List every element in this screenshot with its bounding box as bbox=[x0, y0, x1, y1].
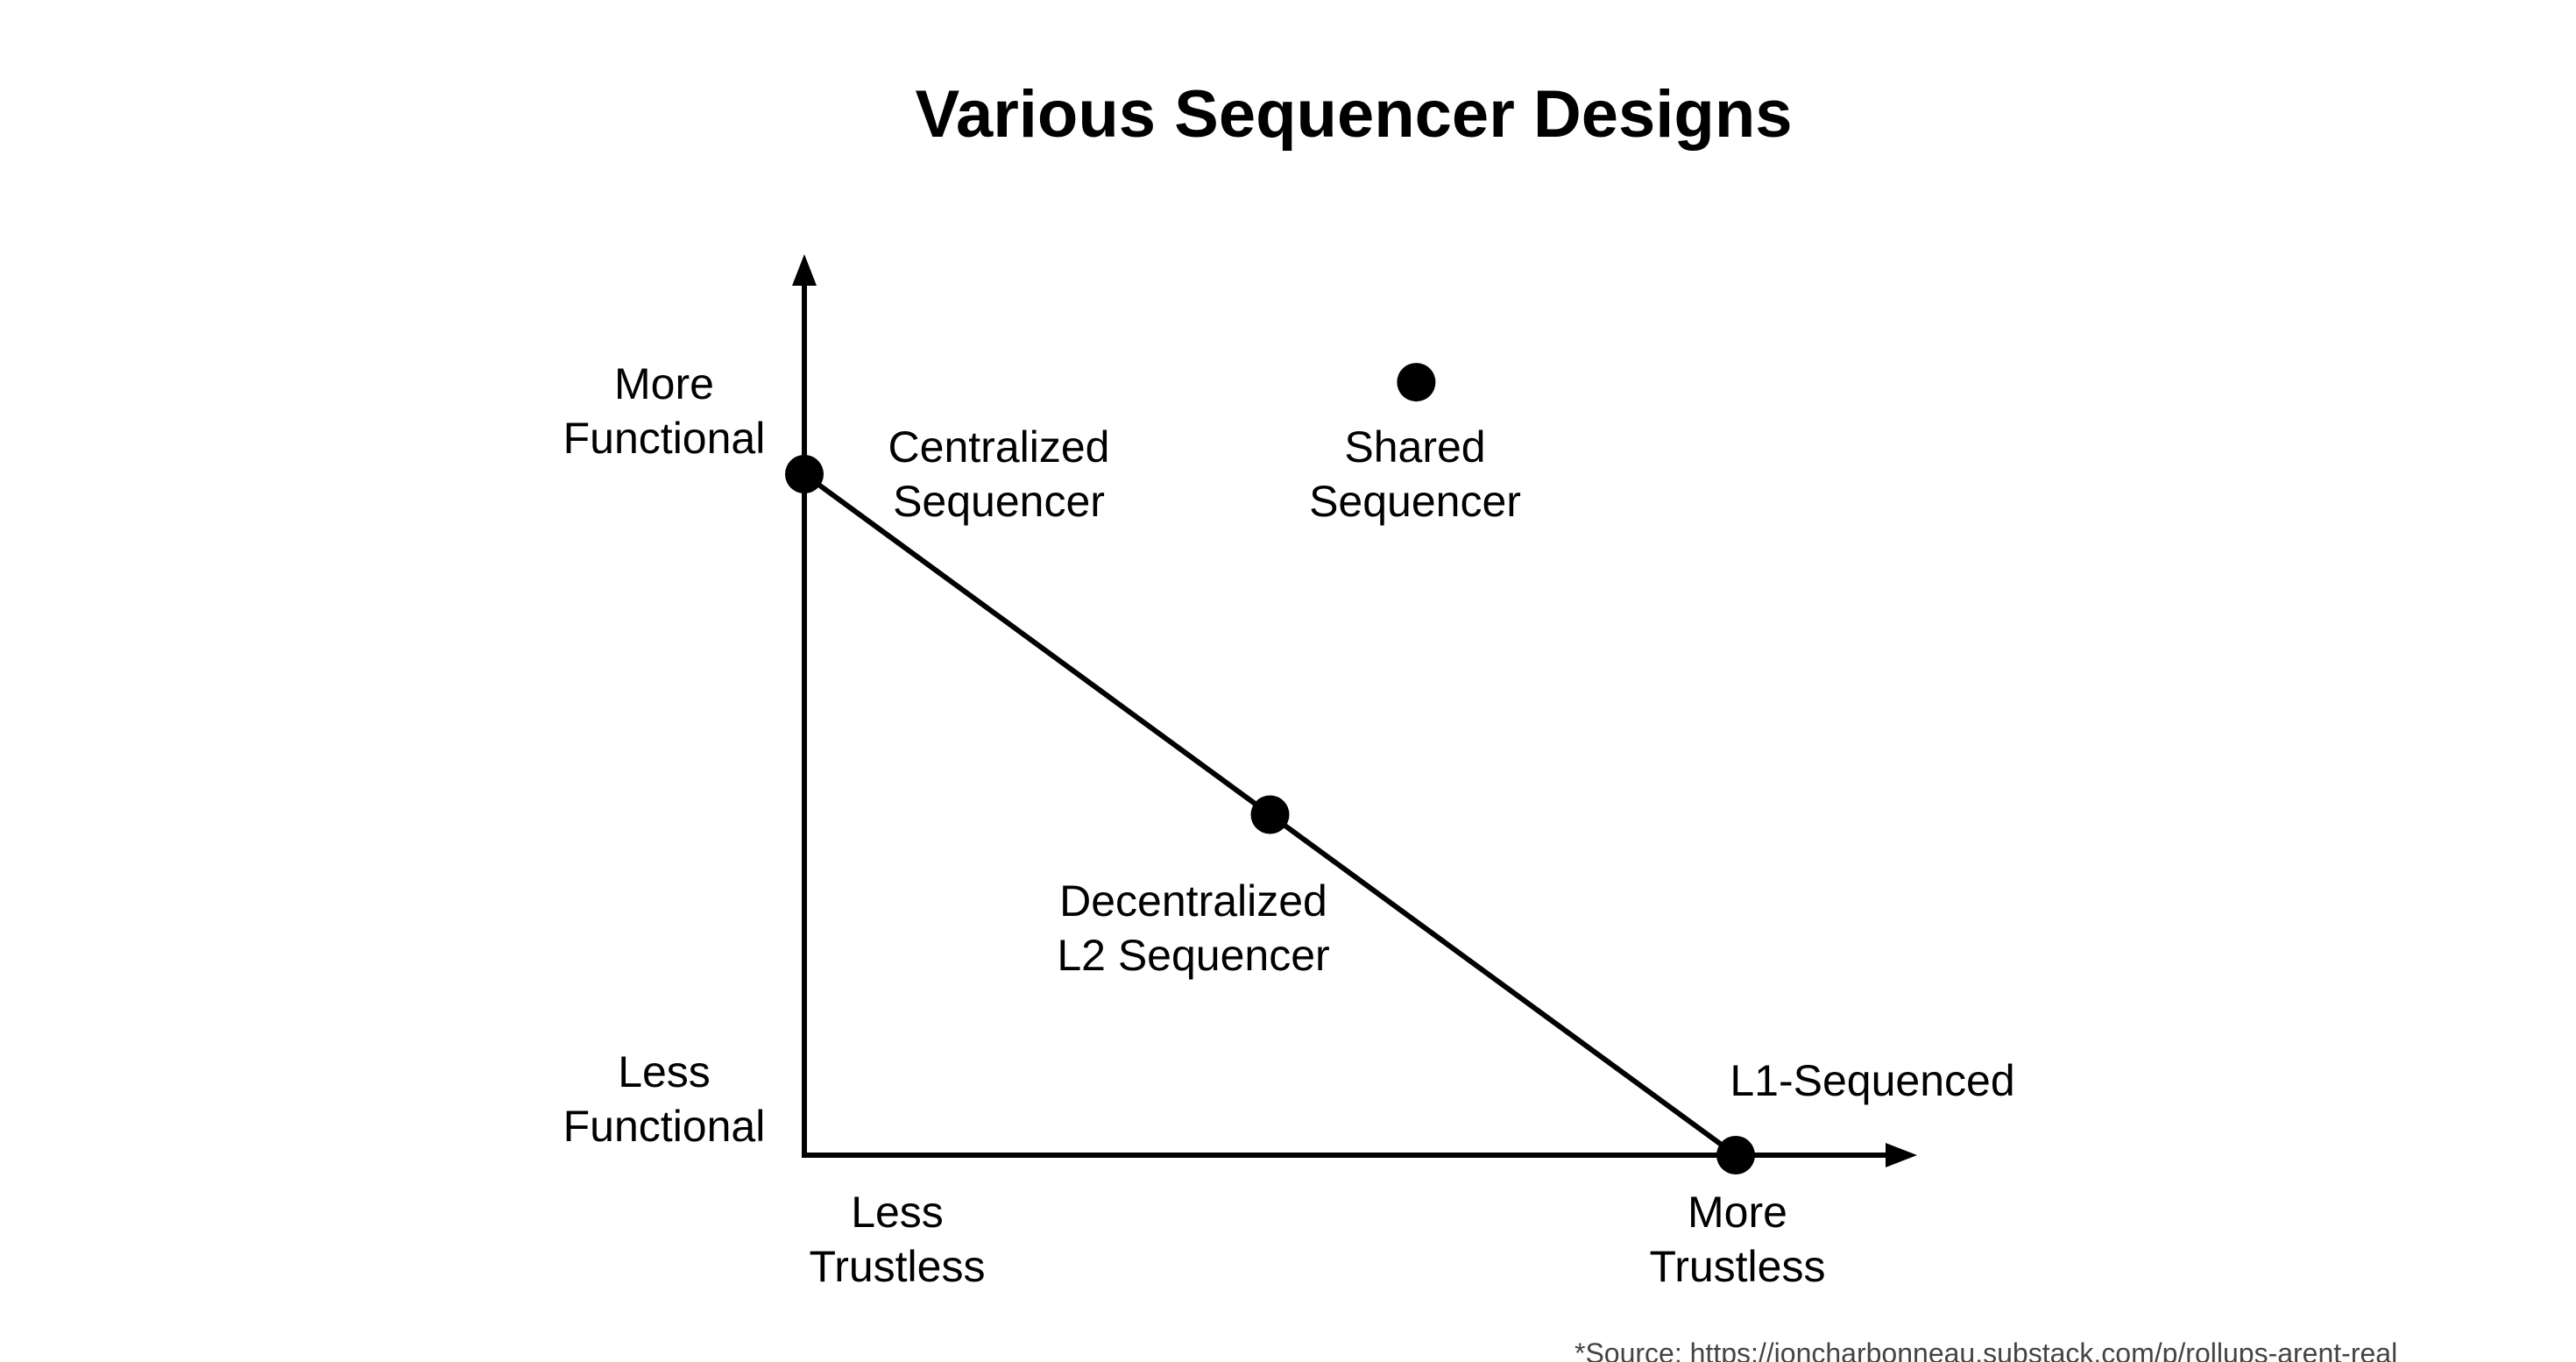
centralized-label-line-2: Sequencer bbox=[893, 477, 1105, 526]
point-decentralized bbox=[1250, 795, 1290, 834]
x-axis-left-label-line-1: Less bbox=[851, 1188, 944, 1237]
source-note[interactable]: *Source: https://joncharbonneau.substack… bbox=[1575, 1337, 2397, 1362]
centralized-label-line-1: Centralized bbox=[888, 422, 1110, 472]
y-axis-top-label-line-2: Functional bbox=[563, 414, 766, 463]
point-centralized bbox=[785, 455, 824, 493]
axes bbox=[792, 254, 1917, 1167]
diagram-title: Various Sequencer Designs bbox=[915, 77, 1792, 152]
point-shared bbox=[1397, 363, 1436, 402]
y-axis-arrowhead bbox=[792, 254, 817, 286]
y-axis-top-label-line-1: More bbox=[614, 359, 714, 408]
point-l1 bbox=[1716, 1136, 1755, 1174]
x-axis-right-label-line-2: Trustless bbox=[1650, 1242, 1826, 1291]
decentralized-label-line-1: Decentralized bbox=[1059, 876, 1327, 926]
x-axis-arrowhead bbox=[1886, 1143, 1917, 1167]
point-markers bbox=[785, 363, 1755, 1174]
shared-label-line-1: Shared bbox=[1344, 422, 1485, 472]
y-axis-bottom-label-line-2: Functional bbox=[563, 1102, 766, 1151]
l1-sequenced-label: L1-Sequenced bbox=[1730, 1056, 2014, 1105]
decentralized-label-line-2: L2 Sequencer bbox=[1057, 931, 1329, 980]
shared-label-line-2: Sequencer bbox=[1309, 477, 1521, 526]
x-axis-left-label-line-2: Trustless bbox=[810, 1242, 986, 1291]
y-axis-bottom-label-line-1: Less bbox=[618, 1047, 711, 1096]
x-axis-right-label-line-1: More bbox=[1688, 1188, 1787, 1237]
